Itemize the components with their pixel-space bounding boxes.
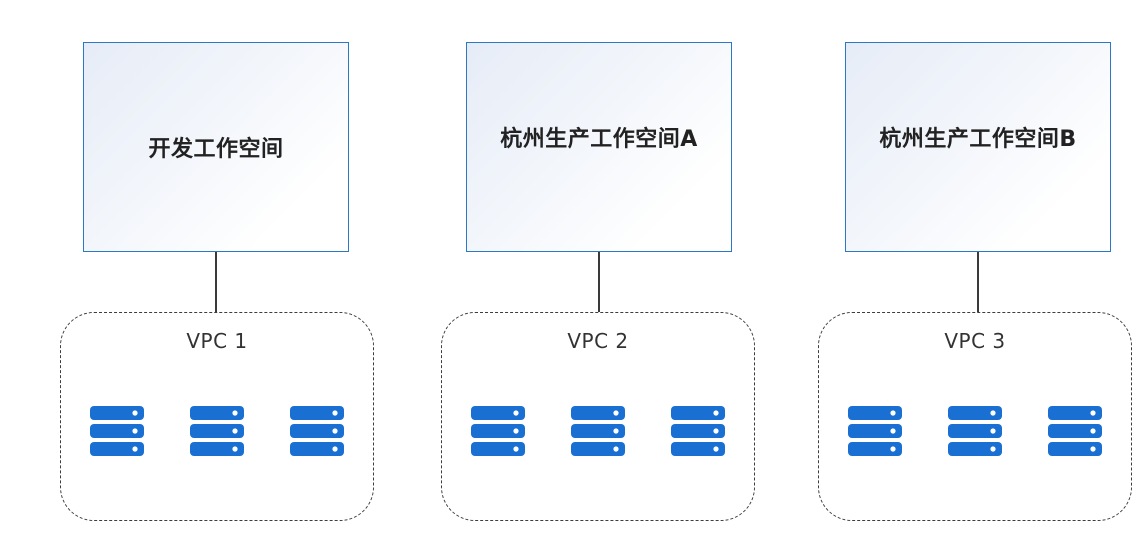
workspace-label: 开发工作空间 <box>148 137 284 162</box>
server-stack-icon <box>190 406 244 456</box>
server-stack-icon <box>848 406 902 456</box>
vpc-label: VPC 1 <box>186 329 248 353</box>
connector-line <box>977 252 979 312</box>
server-stack-icon <box>90 406 144 456</box>
workspace-label: 杭州生产工作空间B <box>879 127 1077 152</box>
server-stack-icon <box>948 406 1002 456</box>
connector-line <box>215 252 217 312</box>
server-stack-icon <box>571 406 625 456</box>
connector-line <box>598 252 600 312</box>
workspace-hangzhou-prod-b: 杭州生产工作空间B <box>845 42 1111 252</box>
workspace-hangzhou-prod-a: 杭州生产工作空间A <box>466 42 732 252</box>
vpc-group-3: VPC 3 <box>818 312 1132 521</box>
vpc-group-1: VPC 1 <box>60 312 374 521</box>
server-stack-icon <box>1048 406 1102 456</box>
server-stack-icon <box>290 406 344 456</box>
vpc-label: VPC 3 <box>944 329 1006 353</box>
server-stack-icon <box>471 406 525 456</box>
workspace-dev: 开发工作空间 <box>83 42 349 252</box>
server-stack-icon <box>671 406 725 456</box>
vpc-group-2: VPC 2 <box>441 312 755 521</box>
workspace-label: 杭州生产工作空间A <box>500 127 698 152</box>
vpc-label: VPC 2 <box>567 329 629 353</box>
